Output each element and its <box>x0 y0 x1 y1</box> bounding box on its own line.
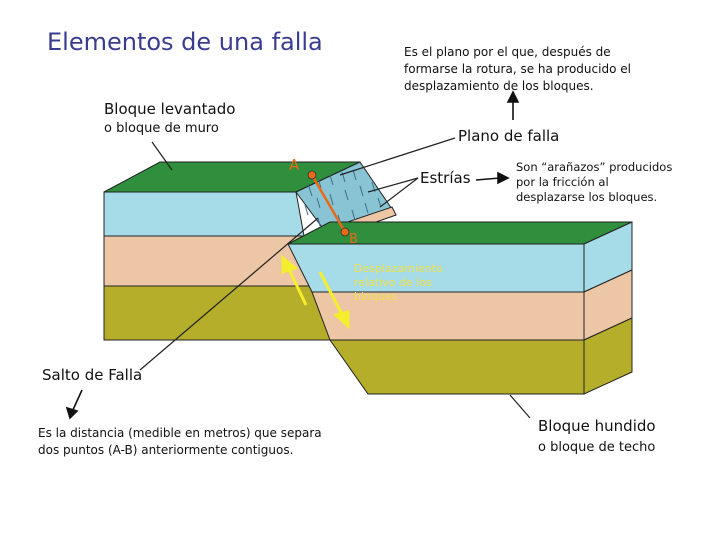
label-point-b: B <box>349 232 358 247</box>
label-fault-plane: Plano de falla <box>458 127 560 145</box>
striae-note-line: desplazarse los bloques. <box>516 190 658 204</box>
displacement-line: relativo de los <box>354 276 432 289</box>
striae-note-line: por la fricción al <box>516 175 609 189</box>
displacement-label: Desplazamiento relativo de los bloques <box>354 262 443 304</box>
point-b-marker <box>340 227 350 237</box>
left-block-layer-blue <box>103 191 305 237</box>
label-block-up: Bloque levantado <box>104 100 236 118</box>
label-point-a: A <box>289 156 300 174</box>
throw-note: Es la distancia (medible en metros) que … <box>38 425 322 459</box>
label-block-down: Bloque hundido <box>538 417 656 435</box>
plane-note-line: formarse la rotura, se ha producido el <box>404 62 631 76</box>
leader-lines <box>139 137 531 419</box>
pointer-arrows <box>65 90 520 420</box>
right-block-side-olive <box>583 317 633 395</box>
throw-line <box>310 174 347 233</box>
striae-marks <box>304 169 382 227</box>
label-block-up-sub: o bloque de muro <box>104 121 219 136</box>
right-block-top <box>287 221 633 245</box>
plane-note-line: desplazamiento de los bloques. <box>404 79 594 93</box>
displacement-line: Desplazamiento <box>354 262 443 275</box>
throw-note-line: Es la distancia (medible en metros) que … <box>38 426 322 440</box>
displacement-line: bloques <box>354 290 398 303</box>
striae-note: Son “arañazos” producidos por la fricció… <box>516 160 672 205</box>
label-block-down-sub: o bloque de techo <box>538 440 656 455</box>
plane-note-line: Es el plano por el que, después de <box>404 45 611 59</box>
displacement-arrows <box>281 254 350 330</box>
left-block-layer-olive <box>103 285 347 341</box>
plane-note: Es el plano por el que, después de forma… <box>404 44 631 95</box>
page-title: Elementos de una falla <box>47 28 323 56</box>
point-a-marker <box>307 170 317 180</box>
label-striae: Estrías <box>420 169 471 187</box>
label-throw: Salto de Falla <box>42 366 143 384</box>
right-block-layer-olive <box>329 339 585 395</box>
throw-note-line: dos puntos (A-B) anteriormente contiguos… <box>38 443 294 457</box>
right-block-layer-sand <box>311 291 585 341</box>
striae-note-line: Son “arañazos” producidos <box>516 160 673 174</box>
